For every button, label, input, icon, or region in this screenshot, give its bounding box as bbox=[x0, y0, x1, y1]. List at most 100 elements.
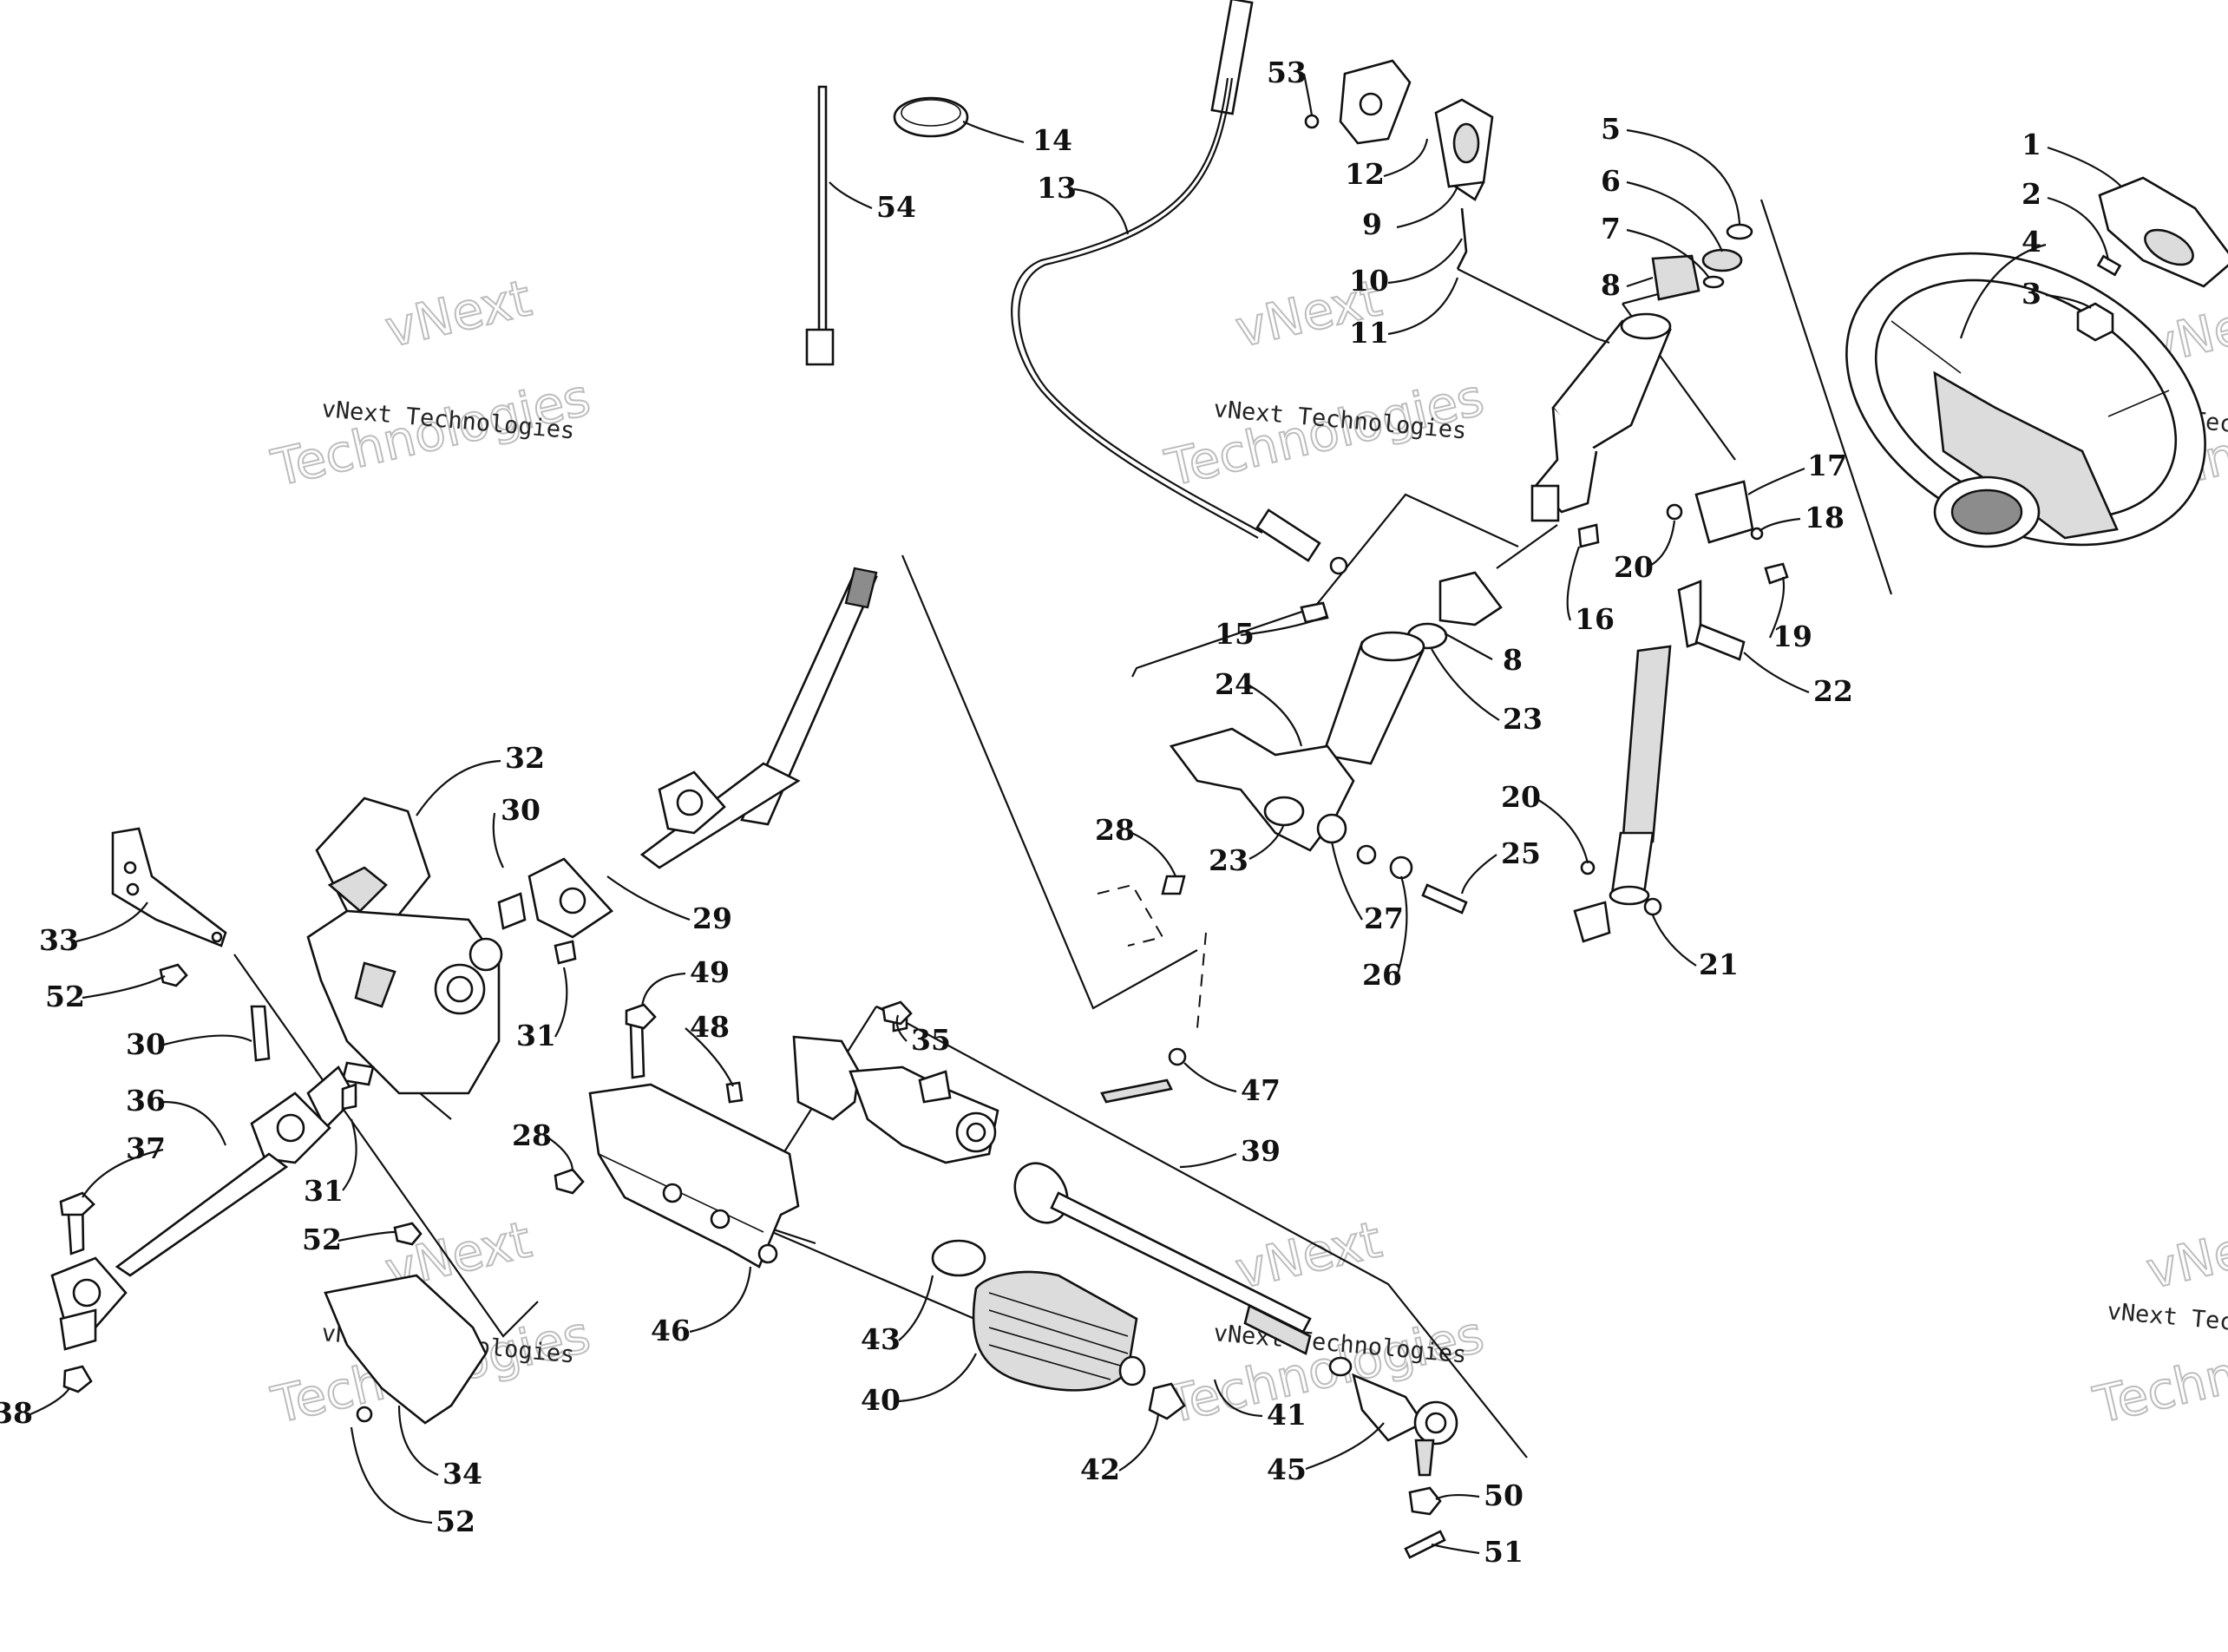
leader-line-38 bbox=[29, 1387, 70, 1416]
leader-line-43 bbox=[898, 1275, 934, 1341]
callout-27: 27 bbox=[1364, 901, 1404, 935]
rack-mount-bracket bbox=[554, 1003, 800, 1268]
bracket-34 bbox=[324, 1222, 488, 1425]
leader-line-49 bbox=[640, 972, 686, 1007]
eps-unit bbox=[306, 796, 527, 1095]
callout-28: 28 bbox=[1095, 813, 1135, 847]
leader-line-33 bbox=[75, 901, 148, 943]
leader-line-31 bbox=[342, 1118, 357, 1191]
cable-tie-54 bbox=[805, 85, 835, 366]
leader-line-13 bbox=[1073, 187, 1130, 235]
leader-line-9 bbox=[1396, 186, 1459, 229]
shift-cable bbox=[1011, 0, 1348, 575]
callout-43: 43 bbox=[861, 1322, 901, 1356]
leader-line-24 bbox=[1248, 685, 1303, 747]
callout-30: 30 bbox=[126, 1027, 166, 1061]
callout-34: 34 bbox=[442, 1457, 482, 1491]
callout-53: 53 bbox=[1267, 56, 1307, 89]
callout-52: 52 bbox=[436, 1504, 475, 1538]
leader-line-20 bbox=[1648, 520, 1676, 567]
callout-41: 41 bbox=[1267, 1398, 1307, 1432]
bracket-33 bbox=[111, 827, 227, 987]
tie-rod bbox=[1013, 1162, 1458, 1559]
steering-wheel bbox=[1845, 252, 2206, 548]
leader-line-22 bbox=[1743, 652, 1810, 694]
callout-9: 9 bbox=[1362, 207, 1382, 241]
callout-2: 2 bbox=[2022, 177, 2041, 211]
steering-rack bbox=[792, 1000, 1187, 1164]
lower-steering-column bbox=[1169, 571, 1503, 914]
callout-7: 7 bbox=[1601, 212, 1621, 246]
leader-line-52 bbox=[337, 1230, 396, 1242]
leader-line-32 bbox=[416, 759, 501, 816]
watermark-center-bottom: vNext Technologies vNext Technologies bbox=[1159, 1209, 1490, 1436]
upper-steering-column bbox=[1530, 312, 1672, 522]
leader-line-37 bbox=[82, 1148, 164, 1198]
leader-line-1 bbox=[2047, 146, 2122, 187]
wheel-nut-and-washer bbox=[2076, 254, 2122, 342]
lower-shaft bbox=[50, 1005, 357, 1393]
callout-13: 13 bbox=[1037, 171, 1077, 205]
svg-text:vNext Technologies: vNext Technologies bbox=[2106, 1298, 2228, 1347]
watermark-center-top: vNext Technologies vNext Technologies bbox=[1159, 267, 1490, 499]
callout-3: 3 bbox=[2022, 277, 2041, 311]
watermark-left-top: vNext Technologies vNext Technologies bbox=[265, 267, 596, 499]
watermark-right-bottom: vNext Technologies vNext Technologies bbox=[2087, 1209, 2228, 1436]
leader-line-52 bbox=[82, 975, 166, 1000]
callout-45: 45 bbox=[1267, 1452, 1307, 1486]
callout-42: 42 bbox=[1080, 1452, 1120, 1486]
svg-text:vNext: vNext bbox=[2141, 1210, 2228, 1300]
callout-19: 19 bbox=[1773, 620, 1812, 653]
callout-8: 8 bbox=[1601, 268, 1621, 302]
callout-10: 10 bbox=[1349, 264, 1389, 298]
callout-40: 40 bbox=[861, 1383, 901, 1417]
leader-line-29 bbox=[606, 875, 691, 921]
leader-line-30 bbox=[160, 1034, 252, 1047]
callout-32: 32 bbox=[505, 741, 545, 775]
callout-47: 47 bbox=[1241, 1073, 1281, 1107]
callout-54: 54 bbox=[876, 190, 916, 224]
callout-17: 17 bbox=[1807, 449, 1847, 482]
tilt-shock bbox=[1573, 480, 1789, 943]
callout-26: 26 bbox=[1362, 958, 1402, 992]
callout-8: 8 bbox=[1503, 643, 1523, 677]
leader-line-54 bbox=[829, 181, 873, 210]
leader-line-21 bbox=[1651, 914, 1697, 967]
callout-49: 49 bbox=[690, 955, 730, 989]
leader-line-53 bbox=[1302, 73, 1314, 116]
callout-29: 29 bbox=[692, 901, 732, 935]
leader-line-26 bbox=[1395, 875, 1408, 977]
callout-38: 38 bbox=[0, 1396, 33, 1430]
leader-line-27 bbox=[1330, 841, 1363, 921]
leader-line-42 bbox=[1118, 1413, 1160, 1472]
leader-line-7 bbox=[1626, 228, 1710, 279]
leader-line-11 bbox=[1387, 277, 1459, 336]
leader-line-17 bbox=[1747, 467, 1805, 495]
callout-24: 24 bbox=[1215, 667, 1255, 701]
leader-line-16 bbox=[1566, 546, 1581, 621]
leader-line-8 bbox=[1444, 633, 1493, 660]
callout-46: 46 bbox=[651, 1314, 691, 1347]
callout-4: 4 bbox=[2022, 225, 2041, 259]
callout-21: 21 bbox=[1699, 947, 1739, 981]
leader-line-19 bbox=[1768, 576, 1786, 639]
steering-wheel-cap bbox=[2098, 176, 2228, 288]
leader-line-30 bbox=[492, 812, 504, 869]
callout-14: 14 bbox=[1032, 123, 1072, 157]
callout-20: 20 bbox=[1501, 780, 1541, 814]
leader-line-46 bbox=[689, 1266, 752, 1334]
leader-line-23 bbox=[1431, 648, 1500, 721]
leader-line-15 bbox=[1240, 614, 1328, 637]
tilt-bracket-53-12 bbox=[1304, 59, 1412, 145]
callout-31: 31 bbox=[304, 1174, 344, 1208]
callout-51: 51 bbox=[1484, 1535, 1524, 1569]
leader-line-6 bbox=[1626, 180, 1724, 252]
callout-20: 20 bbox=[1614, 550, 1654, 584]
callout-5: 5 bbox=[1601, 112, 1621, 146]
misc-fasteners bbox=[1097, 523, 1600, 1029]
leader-line-20 bbox=[1535, 797, 1589, 864]
leader-line-10 bbox=[1387, 238, 1463, 285]
callout-6: 6 bbox=[1601, 164, 1621, 198]
